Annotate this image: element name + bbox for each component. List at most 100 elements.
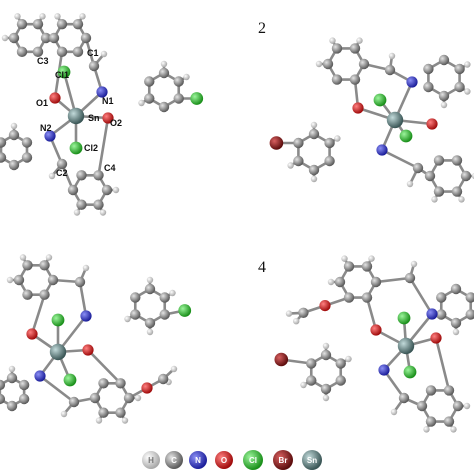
atom-label-cl1: Cl1	[55, 70, 69, 80]
svg-text:Br: Br	[279, 456, 288, 465]
atom-cl	[403, 365, 417, 379]
atom-c	[398, 392, 410, 404]
atom-c	[412, 162, 424, 174]
atom-c	[98, 407, 109, 418]
atom-n	[376, 144, 388, 156]
legend-o-atom: O	[215, 451, 233, 469]
atom-c	[6, 400, 18, 412]
bond	[30, 293, 46, 336]
atom-c	[144, 283, 156, 295]
atom-c	[159, 309, 170, 320]
atom-c	[130, 309, 141, 320]
atom-c	[370, 276, 382, 288]
atom-c	[76, 170, 87, 181]
atom-cl	[57, 65, 71, 79]
bond	[38, 374, 76, 404]
atom-c	[0, 393, 6, 405]
atom-label-n1: N1	[102, 96, 114, 106]
atom-c	[349, 43, 361, 54]
svg-text:C: C	[171, 456, 177, 465]
atom-c	[320, 349, 332, 361]
atom-c	[331, 43, 343, 54]
atom-c	[465, 309, 474, 320]
bond	[434, 336, 451, 392]
atom-h	[39, 13, 46, 20]
legend-h-atom: H	[142, 451, 160, 469]
legend-n-atom: N	[189, 451, 207, 469]
atom-h	[100, 50, 108, 58]
atom-h	[322, 394, 330, 402]
atom-h	[8, 365, 16, 373]
atom-c	[18, 393, 30, 405]
atom-c	[308, 128, 320, 140]
legend-cl-atom: Cl	[243, 450, 263, 470]
atom-h	[54, 13, 61, 20]
atom-c	[16, 18, 28, 30]
atom-o	[319, 299, 331, 312]
bond	[380, 148, 420, 170]
atom-c	[433, 155, 445, 166]
atom-c	[88, 60, 100, 72]
atom-c	[436, 309, 447, 320]
atom-c	[173, 93, 184, 104]
atom-h	[169, 289, 176, 297]
atom-c	[98, 378, 109, 389]
atom-c	[335, 375, 346, 386]
atom-label-c1: C1	[87, 48, 99, 58]
atom-h	[6, 276, 14, 284]
atom-c	[115, 407, 126, 418]
atom-c	[13, 274, 25, 286]
atom-c	[443, 416, 455, 427]
atom-o	[26, 328, 38, 340]
atom-label-sn: Sn	[88, 113, 100, 123]
atom-o	[352, 102, 364, 114]
atom-c	[16, 46, 28, 58]
atom-c	[0, 137, 7, 148]
atom-c	[80, 32, 92, 44]
atom-n	[426, 308, 438, 320]
atom-h	[310, 121, 318, 129]
atom-c	[404, 272, 416, 284]
atom-c	[21, 137, 33, 148]
element-legend: H C N O Cl Br Sn	[142, 450, 322, 470]
atom-c	[293, 155, 304, 167]
atom-c	[56, 46, 68, 58]
atom-h	[452, 328, 460, 336]
atom-c	[433, 186, 445, 197]
atom-c	[115, 378, 126, 389]
atom-c	[358, 58, 370, 70]
atom-h	[471, 172, 474, 180]
atom-cl	[397, 311, 411, 325]
atom-c	[56, 158, 68, 170]
atom-c	[173, 76, 184, 87]
atom-c	[416, 400, 428, 412]
atom-h	[19, 254, 27, 261]
atom-c	[306, 375, 317, 386]
atom-c	[443, 385, 455, 396]
bond	[382, 368, 406, 400]
atom-c	[72, 18, 84, 30]
atom-c	[335, 358, 346, 369]
svg-text:O: O	[221, 456, 227, 465]
atom-h	[329, 37, 336, 44]
bond	[365, 296, 378, 332]
atom-h	[79, 13, 86, 20]
bond	[408, 276, 434, 316]
atom-h	[95, 417, 103, 424]
legend-sn-atom: Sn	[302, 450, 322, 470]
atom-h	[463, 402, 471, 410]
atom-c	[452, 400, 464, 412]
atom-label-cl2: Cl2	[84, 143, 98, 153]
atom-c	[425, 385, 437, 396]
atom-c	[0, 152, 7, 163]
atom-c	[436, 292, 447, 303]
atom-label-c4: C4	[104, 163, 116, 173]
atom-h	[345, 355, 352, 363]
atom-c	[384, 64, 396, 76]
atom-h	[112, 186, 120, 194]
atom-h	[327, 278, 335, 286]
atom-c	[306, 358, 317, 369]
atom-label-c3: C3	[37, 56, 49, 66]
atom-cl	[63, 373, 77, 387]
atom-cl	[69, 141, 83, 155]
